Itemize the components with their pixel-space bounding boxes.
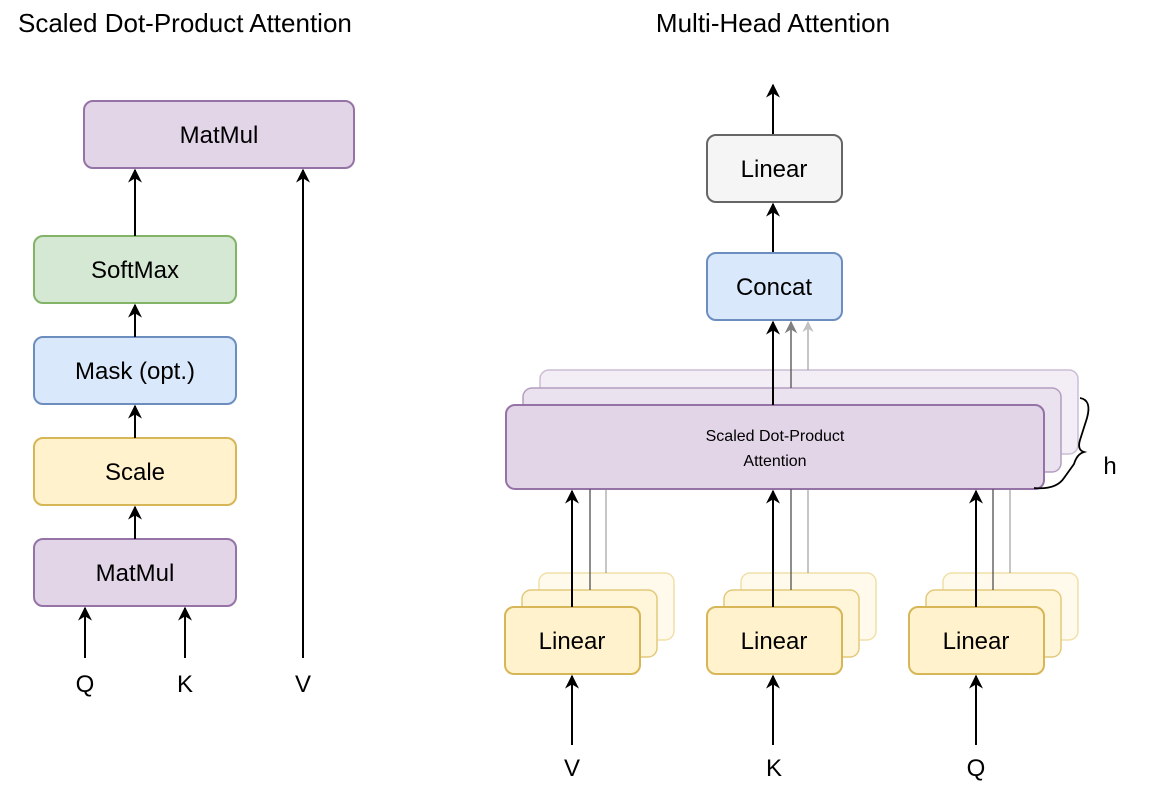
left-matmul-bottom-block: MatMul [33,538,237,607]
linear-v-label: Linear [539,628,606,655]
left-scale-label: Scale [105,459,165,486]
linear-stack-k: Linear [706,572,877,675]
left-mask-block: Mask (opt.) [33,336,237,405]
sdpa-label-line1: Scaled Dot-Product [706,428,845,445]
linear-q-label: Linear [943,628,1010,655]
right-concat-label: Concat [736,274,812,301]
left-matmul-top-label: MatMul [180,122,259,149]
left-title: Scaled Dot-Product Attention [18,8,352,38]
left-input-v: V [295,671,311,698]
right-input-q: Q [967,755,986,782]
heads-label: h [1103,453,1116,480]
right-linear-out-label: Linear [741,156,808,183]
linear-stack-v: Linear [504,572,675,675]
linear-k-label: Linear [741,628,808,655]
left-input-k: K [177,671,193,698]
sdpa-label-line2: Attention [743,453,806,470]
right-linear-out-block: Linear [706,134,843,203]
sdpa-block: Scaled Dot-Product Attention [505,404,1045,490]
left-mask-label: Mask (opt.) [75,358,195,385]
left-scale-block: Scale [33,437,237,506]
right-title: Multi-Head Attention [656,8,890,38]
left-softmax-block: SoftMax [33,235,237,304]
left-input-q: Q [76,671,95,698]
left-matmul-bottom-label: MatMul [96,560,175,587]
right-concat-block: Concat [706,252,843,321]
right-input-v: V [564,755,580,782]
left-softmax-label: SoftMax [91,257,179,284]
heads-brace [1033,397,1090,490]
right-input-k: K [766,755,782,782]
left-matmul-top-block: MatMul [83,100,355,169]
